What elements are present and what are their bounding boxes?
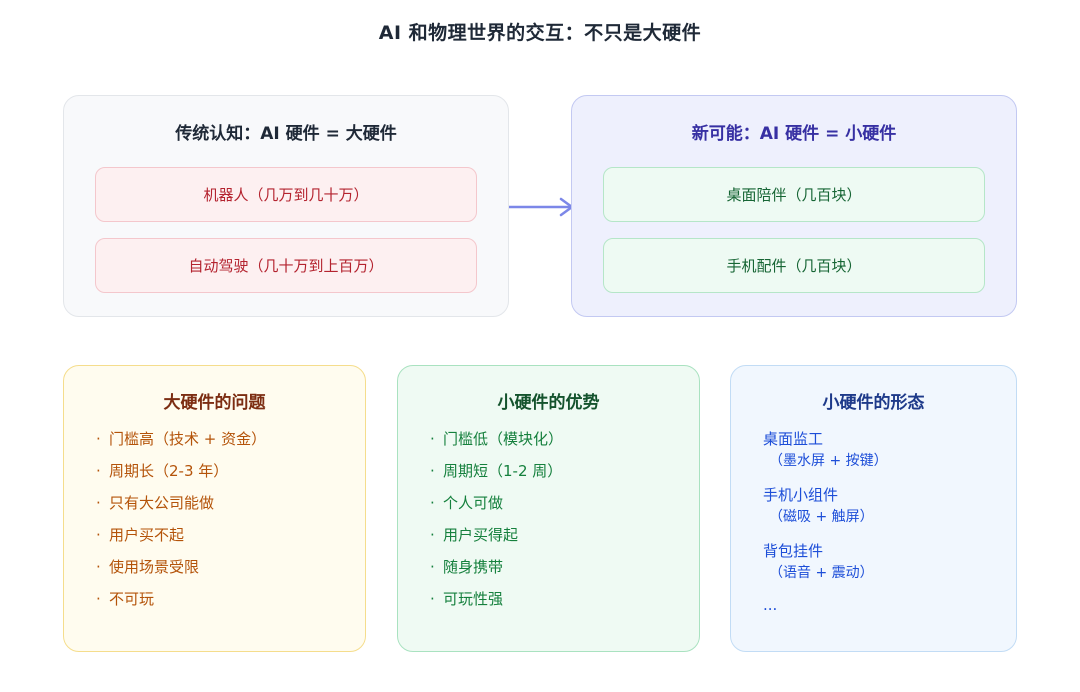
bullet: · (430, 462, 435, 480)
advantages-heading: 小硬件的优势 (497, 393, 600, 413)
desktop-companion-item: 桌面陪伴（几百块） (603, 167, 985, 222)
form-item: 背包挂件 （语音 + 震动） (763, 540, 888, 584)
bullet: · (430, 526, 435, 544)
form-detail: （磁吸 + 触屏） (769, 509, 874, 525)
list-item: ·门槛高（技术 + 资金） (96, 430, 267, 448)
problems-heading: 大硬件的问题 (163, 393, 266, 413)
bullet: · (430, 590, 435, 608)
list-item: ·用户买不起 (96, 526, 185, 544)
small-hardware-forms-box: 小硬件的形态 桌面监工 （墨水屏 + 按键） 手机小组件 （磁吸 + 触屏） 背… (730, 365, 1017, 652)
autonomous-driving-item: 自动驾驶（几十万到上百万） (95, 238, 477, 293)
form-name: 手机小组件 (763, 486, 839, 504)
traditional-view-box: 传统认知：AI 硬件 = 大硬件 机器人（几万到几十万） 自动驾驶（几十万到上百… (63, 95, 509, 317)
form-name: 背包挂件 (763, 542, 824, 560)
bullet: · (96, 494, 101, 512)
bullet: · (430, 558, 435, 576)
new-possibility-heading: 新可能：AI 硬件 = 小硬件 (691, 124, 897, 144)
forms-list: 桌面监工 （墨水屏 + 按键） 手机小组件 （磁吸 + 触屏） 背包挂件 （语音… (763, 428, 888, 614)
form-detail: （语音 + 震动） (769, 565, 874, 581)
bullet: · (96, 526, 101, 544)
list-item: ·随身携带 (430, 558, 504, 576)
phone-accessory-item: 手机配件（几百块） (603, 238, 985, 293)
small-hardware-advantages-box: 小硬件的优势 ·门槛低（模块化） ·周期短（1-2 周） ·个人可做 ·用户买得… (397, 365, 700, 652)
form-item: 手机小组件 （磁吸 + 触屏） (763, 484, 888, 528)
list-item: ·可玩性强 (430, 590, 504, 608)
form-name: 桌面监工 (763, 430, 824, 448)
bullet: · (96, 430, 101, 448)
robot-item: 机器人（几万到几十万） (95, 167, 477, 222)
list-item: ·用户买得起 (430, 526, 519, 544)
bullet: · (96, 590, 101, 608)
traditional-heading: 传统认知：AI 硬件 = 大硬件 (175, 124, 397, 144)
list-item: ·周期长（2-3 年） (96, 462, 229, 480)
list-item: ·使用场景受限 (96, 558, 200, 576)
bullet: · (430, 494, 435, 512)
list-item: ·门槛低（模块化） (430, 430, 564, 448)
list-item: ·周期短（1-2 周） (430, 462, 563, 480)
forms-heading: 小硬件的形态 (822, 393, 925, 413)
list-item: ·只有大公司能做 (96, 494, 215, 512)
more-ellipsis: ... (763, 596, 778, 614)
bullet: · (96, 558, 101, 576)
problems-list: ·门槛高（技术 + 资金） ·周期长（2-3 年） ·只有大公司能做 ·用户买不… (96, 428, 266, 620)
arrow-right-icon (509, 197, 574, 217)
diagram-title: AI 和物理世界的交互：不只是大硬件 (378, 22, 702, 44)
bullet: · (96, 462, 101, 480)
list-item: ·个人可做 (430, 494, 504, 512)
advantages-list: ·门槛低（模块化） ·周期短（1-2 周） ·个人可做 ·用户买得起 ·随身携带… (430, 428, 563, 620)
bullet: · (430, 430, 435, 448)
form-item: 桌面监工 （墨水屏 + 按键） (763, 428, 888, 472)
new-possibility-box: 新可能：AI 硬件 = 小硬件 桌面陪伴（几百块） 手机配件（几百块） (571, 95, 1017, 317)
form-detail: （墨水屏 + 按键） (769, 453, 888, 469)
list-item: ·不可玩 (96, 590, 155, 608)
big-hardware-problems-box: 大硬件的问题 ·门槛高（技术 + 资金） ·周期长（2-3 年） ·只有大公司能… (63, 365, 366, 652)
